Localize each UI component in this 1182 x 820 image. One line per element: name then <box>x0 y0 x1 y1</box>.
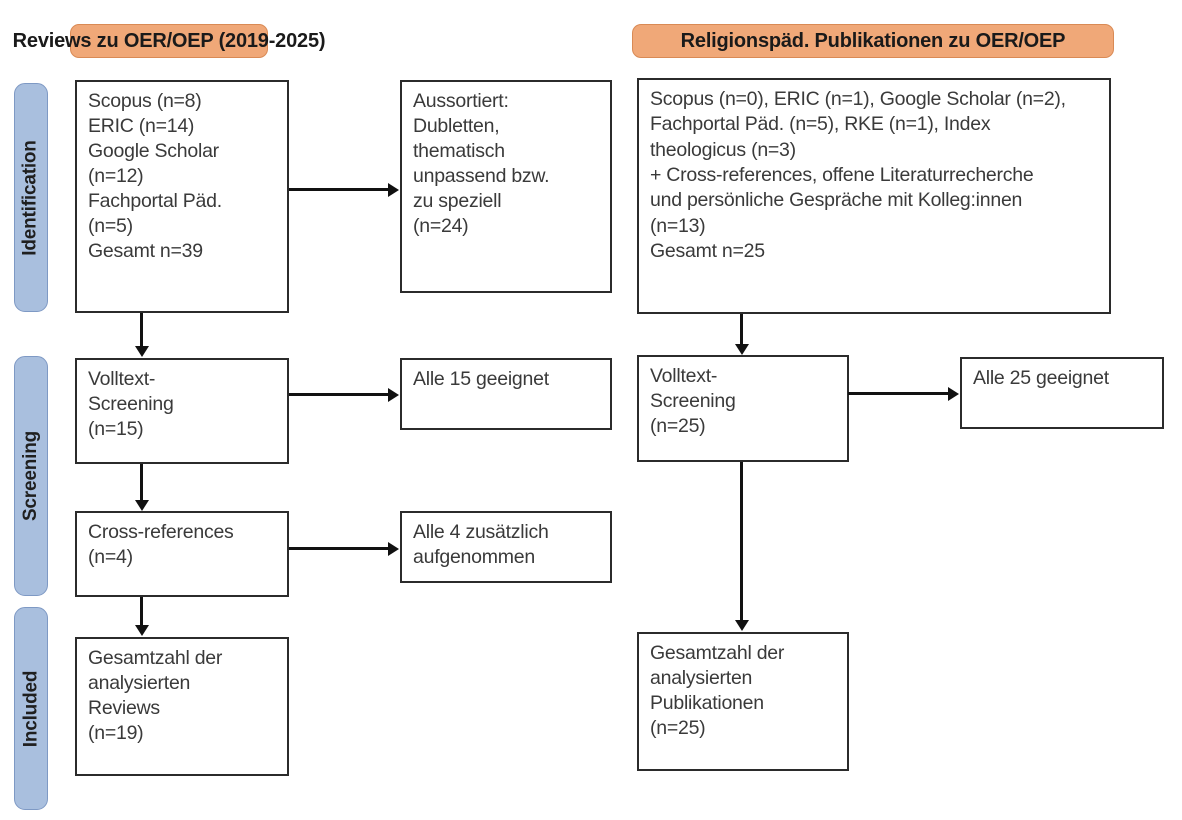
node-left-excluded: Aussortiert: Dubletten, thematisch unpas… <box>400 80 612 293</box>
arrowhead-left-crossrefs-to-included <box>134 625 149 636</box>
stage-label-screening-text: Screening <box>20 430 42 522</box>
node-left-all-added: Alle 4 zusätzlich aufgenommen <box>400 511 612 583</box>
arrowhead-left-sources-to-screening <box>134 346 149 357</box>
stage-label-identification: Identification <box>14 83 48 312</box>
connector-right-screening-to-included <box>740 462 743 622</box>
stage-label-identification-text: Identification <box>20 139 42 256</box>
arrowhead-left-crossrefs-to-added <box>388 541 399 556</box>
node-left-identification-sources: Scopus (n=8) ERIC (n=14) Google Scholar … <box>75 80 289 313</box>
connector-right-screening-to-eligible <box>848 392 949 395</box>
connector-left-crossrefs-to-added <box>289 547 389 550</box>
arrowhead-right-sources-to-screening <box>734 344 749 355</box>
arrowhead-right-screening-to-included <box>734 620 749 631</box>
connector-left-screening-to-eligible <box>289 393 389 396</box>
connector-right-sources-to-screening <box>740 314 743 345</box>
connector-left-sources-to-screening <box>140 313 143 347</box>
connector-left-sources-to-excluded <box>289 188 389 191</box>
node-right-included-total: Gesamtzahl der analysierten Publikatione… <box>637 632 849 771</box>
node-left-fulltext-screening: Volltext- Screening (n=15) <box>75 358 289 464</box>
node-right-identification-sources: Scopus (n=0), ERIC (n=1), Google Scholar… <box>637 78 1111 314</box>
node-right-all-eligible: Alle 25 geeignet <box>960 357 1164 429</box>
arrowhead-left-screening-to-eligible <box>388 387 399 402</box>
stage-label-included-text: Included <box>20 670 42 747</box>
stage-label-included: Included <box>14 607 48 810</box>
arrowhead-right-screening-to-eligible <box>948 386 959 401</box>
node-left-cross-references: Cross-references (n=4) <box>75 511 289 597</box>
arrowhead-left-screening-to-crossrefs <box>134 500 149 511</box>
node-left-included-total: Gesamtzahl der analysierten Reviews (n=1… <box>75 637 289 776</box>
arrowhead-left-sources-to-excluded <box>388 182 399 197</box>
stage-label-screening: Screening <box>14 356 48 596</box>
node-right-fulltext-screening: Volltext- Screening (n=25) <box>637 355 849 462</box>
node-left-all-eligible: Alle 15 geeignet <box>400 358 612 430</box>
connector-left-crossrefs-to-included <box>140 597 143 627</box>
connector-left-screening-to-crossrefs <box>140 464 143 502</box>
column-header-reviews: Reviews zu OER/OEP (2019-2025) <box>13 24 326 58</box>
column-header-religionspaed: Religionspäd. Publikationen zu OER/OEP <box>632 24 1114 58</box>
